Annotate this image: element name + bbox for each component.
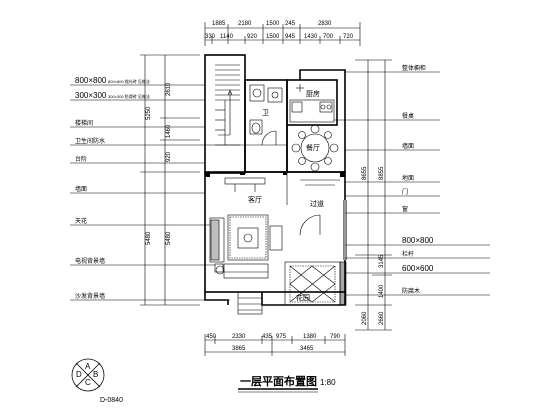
right-dim-outer: 8655 [362, 166, 368, 180]
compass-letter: B [93, 370, 98, 379]
right-note: 地面 [402, 174, 414, 182]
left-note: 卫生间防水 [75, 137, 105, 145]
top-dimension-chain [204, 22, 361, 46]
top-dim: 1430 [304, 34, 318, 40]
left-dim-outer: 5480 [146, 231, 152, 245]
bottom-dim: 2330 [232, 334, 246, 340]
left-note: 墙面 [75, 185, 87, 193]
top-dims-row2: 330 1140 920 1500 945 1430 700 720 [205, 34, 354, 40]
bottom-dim: 435 [262, 334, 273, 340]
compass-letter: C [85, 378, 91, 387]
right-leaders [334, 71, 490, 296]
room-label-garden: 花园 [296, 293, 310, 302]
bottom-dim: 3865 [232, 346, 246, 352]
left-note: 楼梯间 [75, 119, 93, 127]
left-note: 800×800 抛光砖 见做法 [108, 78, 150, 84]
bottom-dim: 3465 [300, 346, 314, 352]
top-dim: 245 [285, 21, 296, 27]
top-dim: 720 [343, 34, 354, 40]
bathroom-fixtures [245, 84, 287, 146]
left-note: 台阶 [75, 155, 87, 163]
room-label-dining: 餐厅 [306, 143, 320, 152]
room-label-wc: 卫 [262, 109, 269, 117]
right-note: 防腐木 [402, 287, 420, 295]
wall-hatch [205, 172, 345, 177]
compass-letter: A [85, 362, 91, 371]
left-dim-inner: 2610 [166, 82, 172, 96]
top-dim: 1500 [266, 34, 280, 40]
left-leaders [70, 84, 245, 301]
left-dim-outer: 5250 [146, 106, 152, 120]
left-note: 电视背景墙 [75, 257, 105, 265]
entrance-steps [237, 291, 263, 315]
drawing-scale: 1:80 [320, 378, 336, 387]
top-dim: 1500 [266, 21, 280, 27]
right-note: 门 [402, 188, 408, 196]
left-note-large: 800×800 [75, 76, 107, 85]
right-note: 餐桌 [402, 112, 414, 120]
kitchen-fixtures [289, 84, 335, 123]
left-dimension-lines [140, 54, 200, 306]
bottom-dims-row2: 3865 3465 [232, 346, 314, 352]
drawing-title: 一层平面布置图 [240, 374, 317, 388]
left-note: 300×300 防滑砖 见做法 [108, 93, 150, 99]
top-dim: 2830 [318, 21, 332, 27]
room-label-living: 客厅 [248, 195, 262, 204]
drawing-number: D-0840 [100, 397, 123, 404]
top-dim: 330 [205, 34, 216, 40]
right-dimension-lines [355, 59, 392, 331]
right-dim-inner: 2660 [379, 311, 385, 325]
garden-tile [284, 261, 347, 306]
right-note: 整体橱柜 [402, 64, 426, 72]
bottom-dim: 975 [276, 334, 287, 340]
left-dim-inner: 1460 [166, 124, 172, 138]
bottom-dim: 790 [330, 334, 341, 340]
right-note: 窗 [402, 205, 408, 213]
dining-set [291, 124, 339, 172]
bottom-dims-row1: 450 2330 435 975 1380 790 [206, 334, 341, 340]
right-dim-outer: 2060 [362, 311, 368, 325]
top-dim: 945 [285, 34, 296, 40]
top-dim: 700 [323, 34, 334, 40]
top-dims-row1: 1885 2180 1500 245 2830 [212, 21, 332, 27]
top-dim: 2180 [238, 21, 252, 27]
compass-letter: D [76, 370, 82, 379]
left-notes: 800×800 800×800 抛光砖 见做法 300×300 300×300 … [75, 76, 150, 300]
right-dim-inner: 1400 [379, 284, 385, 298]
right-note: 墙面 [402, 142, 414, 150]
section-symbol [71, 358, 105, 392]
right-notes: 整体橱柜 餐桌 墙面 地面 门 窗 800×800 栏杆 600×600 防腐木 [402, 64, 434, 295]
right-dim-inner: 3145 [379, 254, 385, 268]
top-dim: 1885 [212, 21, 226, 27]
left-note: 天花 [75, 217, 87, 225]
bottom-dim: 1380 [303, 334, 317, 340]
right-note: 栏杆 [402, 250, 414, 258]
left-note: 沙发背景墙 [75, 292, 105, 300]
right-note-large: 800×800 [402, 236, 434, 245]
right-note-large: 600×600 [402, 264, 434, 273]
right-dim-inner: 8855 [379, 166, 385, 180]
left-dim-inner: 920 [166, 151, 172, 162]
left-note-large: 300×300 [75, 91, 107, 100]
bottom-dimension-chain [204, 334, 346, 356]
bottom-dim: 450 [206, 334, 217, 340]
corridor-lines [286, 172, 340, 205]
top-dim: 920 [247, 34, 258, 40]
room-label-kitchen: 厨房 [306, 89, 320, 98]
left-dim-inner: 5480 [166, 231, 172, 245]
stair [215, 64, 240, 146]
top-dim: 1140 [220, 34, 234, 40]
living-room-furniture [209, 177, 347, 279]
room-label-corridor: 过道 [310, 199, 324, 208]
